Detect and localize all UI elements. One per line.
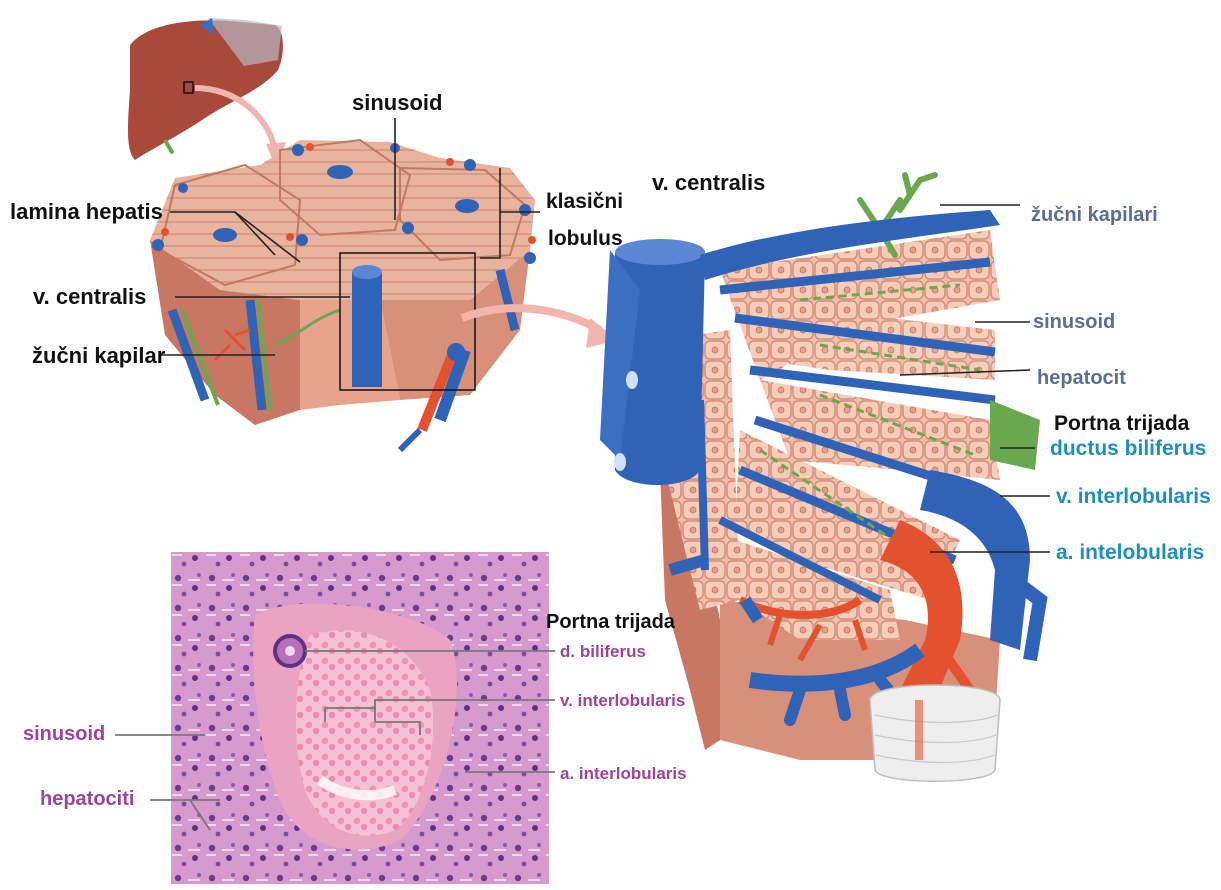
- label-lobulus: lobulus: [548, 228, 623, 249]
- label-zucni-kapilari: žučni kapilari: [1031, 205, 1158, 225]
- label-sinusoid-top: sinusoid: [352, 92, 442, 114]
- label-hepatociti: hepatociti: [40, 789, 134, 809]
- label-ductus-biliferus: ductus biliferus: [1050, 438, 1206, 459]
- lobule-block: [150, 140, 536, 450]
- label-portna-trijada-right: Portna trijada: [1054, 413, 1189, 434]
- label-portna-trijada-micro: Portna trijada: [546, 612, 675, 632]
- label-v-interlobularis-right: v. interlobularis: [1056, 486, 1211, 507]
- label-klasicni: klasični: [546, 191, 623, 212]
- label-a-interlobularis-micro: a. interlobularis: [560, 765, 687, 782]
- label-zucni-kapilar: žučni kapilar: [32, 345, 165, 367]
- label-v-interlobularis-micro: v. interlobularis: [560, 692, 685, 709]
- label-sinusoid-micro: sinusoid: [23, 724, 105, 744]
- label-v-centralis-left: v. centralis: [33, 286, 146, 308]
- label-a-intelobularis: a. intelobularis: [1056, 542, 1204, 563]
- label-hepatocit: hepatocit: [1037, 368, 1126, 388]
- label-d-biliferus: d. biliferus: [560, 643, 646, 660]
- histology-micrograph: [171, 552, 549, 884]
- label-sinusoid-right: sinusoid: [1033, 312, 1115, 332]
- label-lamina-hepatis: lamina hepatis: [10, 201, 163, 223]
- label-v-centralis-right: v. centralis: [652, 172, 765, 194]
